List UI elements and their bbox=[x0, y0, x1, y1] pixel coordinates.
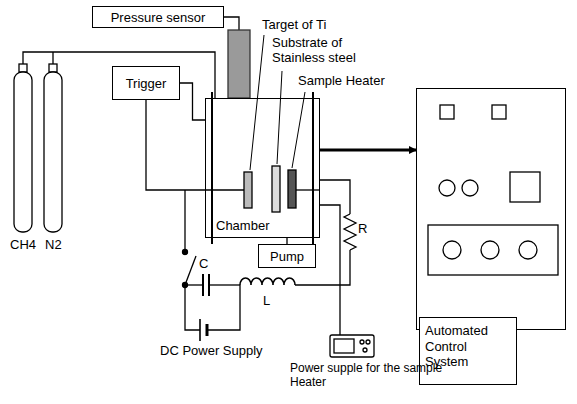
wire bbox=[185, 284, 203, 285]
sample-heater bbox=[288, 170, 296, 208]
vacuum-chamber: Chamber bbox=[205, 98, 320, 238]
sensor-wire bbox=[224, 17, 239, 30]
panel-control bbox=[428, 225, 558, 275]
panel-control bbox=[510, 172, 540, 202]
pump-box: Pump bbox=[258, 244, 316, 268]
connector-line bbox=[180, 83, 205, 120]
panel-control bbox=[519, 241, 537, 259]
wire bbox=[185, 285, 200, 330]
gas-line bbox=[23, 52, 215, 98]
pressure-sensor bbox=[228, 30, 250, 98]
heater-power-supply bbox=[330, 335, 374, 357]
ti-target bbox=[244, 172, 252, 208]
gas-bottle bbox=[14, 72, 32, 232]
device-label: DC Power Supply bbox=[160, 344, 263, 359]
switch-contact bbox=[183, 250, 188, 255]
wire bbox=[184, 190, 185, 250]
panel-control bbox=[481, 241, 499, 259]
component-label: R bbox=[358, 222, 367, 237]
node-text: Pressure sensor bbox=[111, 10, 206, 25]
capacitor-symbol bbox=[202, 274, 204, 296]
bottle-neck bbox=[49, 64, 57, 72]
resistor-symbol bbox=[344, 214, 356, 250]
label-box: Pressure sensor bbox=[92, 6, 224, 28]
bottle-neck bbox=[19, 64, 27, 72]
leader-line bbox=[250, 35, 264, 170]
gas-label: N2 bbox=[45, 238, 62, 253]
component-label: L bbox=[263, 294, 270, 309]
supply-knob bbox=[366, 340, 370, 344]
wire bbox=[320, 180, 350, 214]
inductor-symbol bbox=[240, 278, 295, 285]
wire bbox=[209, 284, 240, 285]
heater-rod bbox=[296, 189, 320, 190]
trigger-box: Trigger bbox=[112, 66, 180, 100]
switch-blade bbox=[185, 256, 196, 285]
part-label: Sample Heater bbox=[298, 74, 385, 89]
panel-control bbox=[443, 241, 461, 259]
supply-display bbox=[334, 339, 354, 353]
device-label: Power supple for the sample Heater bbox=[290, 362, 455, 390]
leader-line bbox=[292, 92, 305, 168]
control-panel: Automated Control System bbox=[416, 88, 566, 330]
part-label: Substrate of Stainless steel bbox=[272, 36, 356, 66]
part-label: Target of Ti bbox=[262, 18, 326, 33]
component-label: C bbox=[199, 257, 208, 272]
chamber-flange bbox=[312, 92, 314, 244]
gas-line bbox=[52, 52, 53, 64]
gas-label: CH4 bbox=[10, 238, 36, 253]
panel-control bbox=[439, 180, 455, 196]
panel-control bbox=[492, 105, 506, 119]
panel-control bbox=[462, 180, 478, 196]
node-text: Trigger bbox=[126, 76, 167, 91]
node-text: Chamber bbox=[216, 218, 269, 233]
signal-arrow bbox=[320, 149, 416, 152]
wire bbox=[207, 285, 240, 330]
heater-wire bbox=[320, 205, 340, 335]
leader-line bbox=[277, 71, 282, 164]
substrate bbox=[272, 166, 280, 212]
supply-knob bbox=[360, 340, 364, 344]
gas-bottle bbox=[44, 72, 62, 232]
panel-control bbox=[440, 105, 454, 119]
chamber-flange bbox=[211, 92, 213, 244]
supply-knob bbox=[363, 348, 367, 352]
node-text: Pump bbox=[270, 249, 304, 264]
battery-symbol bbox=[199, 319, 201, 341]
target-rod bbox=[146, 100, 244, 190]
